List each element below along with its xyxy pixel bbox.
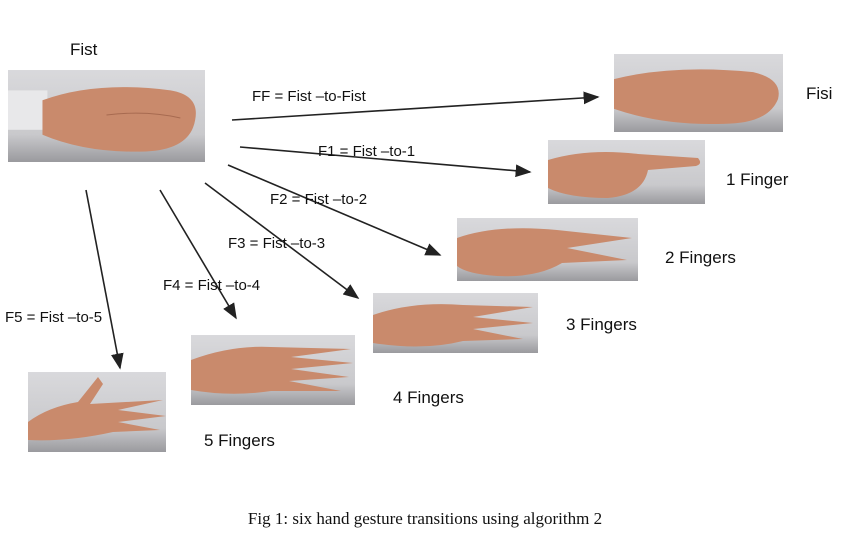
three-fingers-image [373,293,538,353]
transition-label-f1: F1 = Fist –to-1 [318,143,416,160]
arrow-f2 [227,164,442,256]
target-label-f2: 2 Fingers [665,248,736,267]
source-label: Fist [70,40,98,59]
transition-label-ff: FF = Fist –to-Fist [252,88,366,105]
two-fingers-image [457,218,638,281]
target-label-f4: 4 Fingers [393,388,464,407]
arrow-f5 [85,189,124,370]
figure-caption: Fig 1: six hand gesture transitions usin… [247,509,603,528]
one-finger-image [548,140,705,204]
arrow-f3 [204,182,360,299]
arrow-f4 [159,189,237,320]
transition-label-f5: F5 = Fist –to-5 [5,309,103,326]
four-fingers-image [191,335,355,405]
fist-source-image [8,70,205,162]
transition-label-f3: F3 = Fist –to-3 [228,235,326,252]
arrow-f1 [239,146,532,178]
transition-label-f2: F2 = Fist –to-2 [270,191,368,208]
target-label-ff: Fisi [806,84,833,103]
transition-label-f4: F4 = Fist –to-4 [163,277,261,294]
fist-target-image [614,54,783,132]
target-label-f1: 1 Finger [726,170,789,189]
target-label-f3: 3 Fingers [566,315,637,334]
target-label-f5: 5 Fingers [204,431,275,450]
arrow-ff [231,91,600,121]
five-fingers-image [28,372,166,452]
